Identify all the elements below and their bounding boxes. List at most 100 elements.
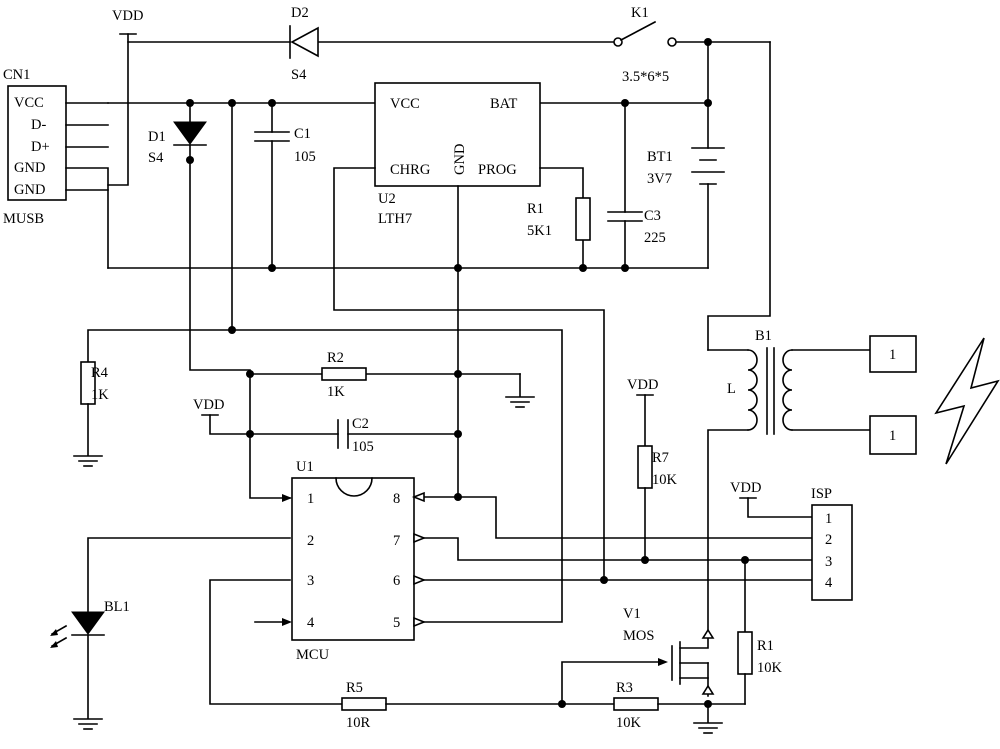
r3-label: R3 (616, 680, 633, 696)
r3-value-label: 10K (616, 715, 642, 731)
ground-symbol (74, 456, 102, 466)
resistor-r5 (342, 698, 386, 710)
wire-r2 (250, 374, 520, 396)
u1-pin5-label: 5 (393, 615, 400, 631)
d1-type-label: S4 (148, 150, 164, 166)
c1-value-label: 105 (294, 149, 316, 165)
bt1-label: BT1 (647, 149, 673, 165)
isp-pin3-label: 3 (825, 554, 832, 570)
top-supply-wire (108, 34, 770, 350)
resistor-r2 (322, 368, 366, 380)
r7-value-label: 10K (652, 472, 678, 488)
mcu-label: MCU (296, 647, 330, 663)
v1-label: V1 (623, 606, 641, 622)
r1a-value-label: 5K1 (527, 223, 552, 239)
u1-label: U1 (296, 459, 314, 475)
lightning-icon (936, 338, 998, 464)
arrow-pin6 (414, 576, 424, 584)
capacitor-c1 (255, 103, 289, 268)
u2-chrg-pin-label: CHRG (390, 162, 431, 178)
resistor-r3 (614, 698, 658, 710)
junction (704, 99, 712, 107)
led-bl1 (50, 612, 104, 718)
cn1-dplus-pin-label: D+ (31, 139, 50, 155)
b1-label: B1 (755, 328, 772, 344)
c2-label: C2 (352, 416, 369, 432)
bt1-value-label: 3V7 (647, 171, 672, 187)
isp-pin1-label: 1 (825, 511, 832, 527)
isp-pin2-label: 2 (825, 532, 832, 548)
u2-vcc-pin-label: VCC (390, 96, 420, 112)
d2-type-label: S4 (291, 67, 307, 83)
output-terminal-1-label: 1 (889, 347, 896, 363)
resistor-r1-10k (738, 632, 752, 674)
d2-label: D2 (291, 5, 309, 21)
cn1-gnd2-pin-label: GND (14, 182, 45, 198)
d1-label: D1 (148, 129, 166, 145)
u2-label: U2 (378, 191, 396, 207)
junction (186, 156, 194, 164)
switch-k1 (614, 22, 676, 46)
u2-part-label: LTH7 (378, 211, 412, 227)
resistor-r7 (638, 446, 652, 488)
u1-pin3-label: 3 (307, 573, 314, 589)
r2-label: R2 (327, 350, 344, 366)
r4-value-label: 1K (91, 387, 109, 403)
mosfet-v1 (672, 630, 713, 696)
vdd-r7-label: VDD (627, 377, 658, 393)
k1-label: K1 (631, 5, 649, 21)
u1-pin1-label: 1 (307, 491, 314, 507)
k1-value-label: 3.5*6*5 (622, 69, 669, 85)
arrow-pin5 (414, 618, 424, 626)
r4-label: R4 (91, 365, 109, 381)
isp-label: ISP (811, 486, 832, 502)
arrow-pin7 (414, 534, 424, 542)
arrow-pin4 (282, 618, 292, 626)
r5-label: R5 (346, 680, 363, 696)
ground-symbol (506, 397, 534, 407)
junction (600, 576, 608, 584)
resistor-r1-5k1 (576, 198, 590, 240)
cn1-dminus-pin-label: D- (31, 117, 46, 133)
vdd-c2-label: VDD (193, 397, 224, 413)
u1-pin7-label: 7 (393, 533, 400, 549)
wire-isp-vdd (748, 498, 812, 517)
c2-value-label: 105 (352, 439, 374, 455)
cn1-gnd1-pin-label: GND (14, 160, 45, 176)
junction (454, 370, 462, 378)
u2-bat-pin-label: BAT (490, 96, 518, 112)
cn1-label: CN1 (3, 67, 30, 83)
r7-label: R7 (652, 450, 669, 466)
u1-pin8-label: 8 (393, 491, 400, 507)
vdd-top-label: VDD (112, 8, 143, 24)
junction (268, 264, 276, 272)
mos-label: MOS (623, 628, 654, 644)
u1-pin6-label: 6 (393, 573, 400, 589)
c3-value-label: 225 (644, 230, 666, 246)
bl1-label: BL1 (104, 599, 130, 615)
u2-prog-pin-label: PROG (478, 162, 517, 178)
c3-label: C3 (644, 208, 661, 224)
output-terminal-2-label: 1 (889, 428, 896, 444)
vdd-isp-label: VDD (730, 480, 761, 496)
junction (228, 326, 236, 334)
r1b-label: R1 (757, 638, 774, 654)
arrow-pin8 (414, 493, 424, 501)
junction (454, 430, 462, 438)
cn1-vcc-pin-label: VCC (14, 95, 44, 111)
u1-pin2-label: 2 (307, 533, 314, 549)
r2-value-label: 1K (327, 384, 345, 400)
ground-symbol (74, 719, 102, 729)
wire-u1-pin1 (250, 374, 290, 498)
cn1-pin-wires (66, 103, 108, 268)
u2-gnd-pin-label: GND (452, 144, 468, 175)
r5-value-label: 10R (346, 715, 371, 731)
diode-d2 (290, 26, 318, 58)
battery-bt1 (692, 148, 724, 184)
r1a-label: R1 (527, 201, 544, 217)
c1-label: C1 (294, 126, 311, 142)
arrow-gate (658, 658, 668, 666)
arrow-pin1 (282, 494, 292, 502)
musb-label: MUSB (3, 211, 44, 227)
